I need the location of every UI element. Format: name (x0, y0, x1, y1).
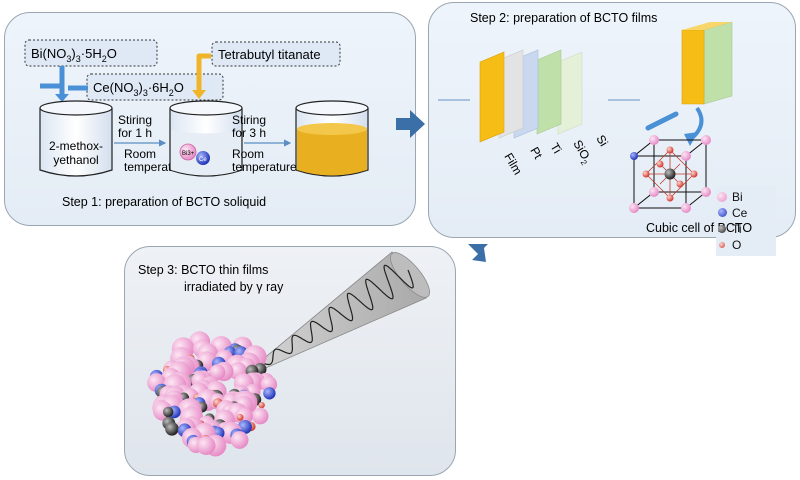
o-atom-icon (719, 241, 725, 248)
reagent-ce-box: Ce(NO3)3·6H2O (86, 73, 224, 101)
layer-label-si: Si (593, 133, 610, 149)
bi-ion-icon (179, 143, 197, 161)
cluster-atom (196, 436, 216, 455)
layer-label-film: Film (501, 151, 524, 178)
layer-label-pt: Pt (527, 145, 545, 162)
step2-caption: Step 2: preparation of BCTO films (470, 11, 657, 25)
solvent-label-2: yethanol (53, 153, 98, 167)
temp2-label-1: Room (232, 147, 264, 161)
step3-caption-2: irradiated by γ ray (184, 280, 284, 294)
legend-label: O (732, 237, 742, 252)
ce-ion-label: Ce (199, 157, 207, 163)
deposition-slab-icon (645, 111, 679, 131)
step1-caption: Step 1: preparation of BCTO soliquid (62, 195, 266, 209)
ti-atom-icon (718, 224, 726, 233)
legend-label: Ti (732, 221, 742, 236)
layer-film (479, 51, 505, 143)
cluster-atom (165, 422, 179, 436)
temp1-label-1: Room (124, 147, 156, 161)
layer-label-ti: Ti (547, 141, 564, 156)
curved-arrow-head-icon (684, 132, 698, 146)
beaker-soliquid (295, 100, 369, 177)
reagent-bi-box: Bi(NO3)3·5H2O (24, 39, 158, 67)
reagent-ce-label: Ce(NO3)3·6H2O (93, 80, 184, 98)
layer-label-sio2: SiO2 (569, 138, 595, 168)
stir2-label-2: for 3 h (232, 126, 266, 140)
film-block (681, 21, 733, 105)
ce-ion-icon (196, 151, 210, 165)
layer-sio2 (536, 49, 562, 135)
gamma-ray-beam (237, 251, 430, 381)
legend-label: Ce (732, 205, 748, 220)
step3-caption-1: Step 3: BCTO thin films (138, 263, 268, 277)
legend-label: Bi (732, 189, 743, 204)
beaker-solvent: 2-methox- yethanol (39, 100, 113, 177)
reagent-ti-box: Tetrabutyl titanate (211, 41, 341, 67)
reagent-ti-label: Tetrabutyl titanate (218, 47, 321, 62)
stir2-label-1: Stiring (232, 113, 266, 127)
step1-to-step2-arrow (396, 110, 425, 138)
cluster-atom (236, 413, 244, 421)
stir1-label-2: for 1 h (118, 126, 152, 140)
cubic-cell-atoms (629, 135, 711, 213)
reagent-bi-label: Bi(NO3)3·5H2O (31, 46, 117, 64)
cluster-atom (263, 387, 276, 400)
layer-si (557, 51, 583, 135)
step2-to-step3-arrow (468, 244, 488, 262)
cluster-atom (163, 406, 174, 418)
ce-atom-icon (717, 208, 727, 217)
legend-item-bi: Bi (716, 189, 774, 204)
bi-atom-icon (717, 191, 727, 202)
legend-item-ce: Ce (716, 205, 774, 220)
cluster-atom (251, 407, 269, 425)
legend-item-ti: Ti (716, 221, 774, 236)
gamma-wave (244, 264, 414, 377)
cluster-atom (258, 401, 265, 409)
bi-ion-label: Bi3+ (182, 151, 195, 157)
solvent-label-1: 2-methox- (49, 139, 103, 153)
legend-item-o: O (716, 237, 774, 252)
bcto-nanocluster (147, 331, 278, 457)
cluster-atom (209, 364, 226, 381)
stir1-label-1: Stiring (118, 113, 152, 127)
layer-stack (479, 49, 583, 143)
cluster-atom (230, 431, 249, 449)
reagent-arrows (40, 53, 211, 102)
temp2-label-2: temperature (232, 160, 297, 174)
cubic-cell-caption: Cubic cell of BCTO (646, 221, 752, 235)
beaker-mixture: Bi3+ Ce (169, 100, 243, 177)
